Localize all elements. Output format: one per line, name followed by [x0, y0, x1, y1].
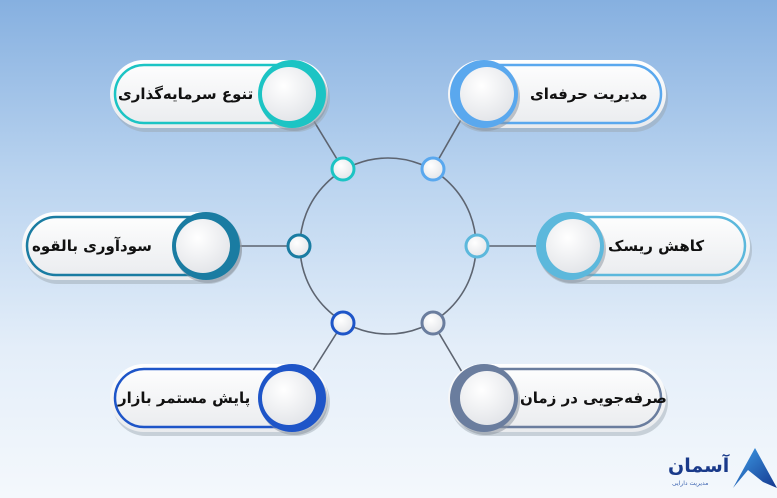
item-pill [22, 212, 242, 284]
item-circle-icon [262, 67, 316, 121]
node-dot [420, 310, 446, 336]
item-circle-icon [176, 219, 230, 273]
item-pill [536, 212, 752, 284]
node-dot [330, 310, 356, 336]
logo-mark [733, 448, 777, 488]
item-label: تنوع سرمایه‌گذاری [118, 85, 254, 103]
item-circle-icon [546, 219, 600, 273]
item-pill [448, 364, 668, 436]
node-dot [330, 156, 356, 182]
item-pill [448, 60, 668, 132]
item-circle-icon [262, 371, 316, 425]
logo-subtitle: مدیریت دارایی [672, 480, 709, 487]
center-ring [299, 157, 477, 335]
item-pill [110, 60, 330, 132]
item-circle-icon [460, 371, 514, 425]
item-pill [110, 364, 330, 436]
node-dot [464, 233, 490, 259]
item-label: سودآوری بالقوه [32, 237, 152, 255]
connectors [240, 117, 536, 373]
item-label: مدیریت حرفه‌ای [530, 85, 648, 103]
item-label: صرفه‌جویی در زمان [520, 389, 667, 407]
logo-title: آسمان [668, 455, 730, 477]
node-dot [286, 233, 312, 259]
item-label: پایش مستمر بازار [118, 389, 251, 407]
node-dot [420, 156, 446, 182]
item-circle-icon [460, 67, 514, 121]
item-label: کاهش ریسک [608, 237, 705, 255]
